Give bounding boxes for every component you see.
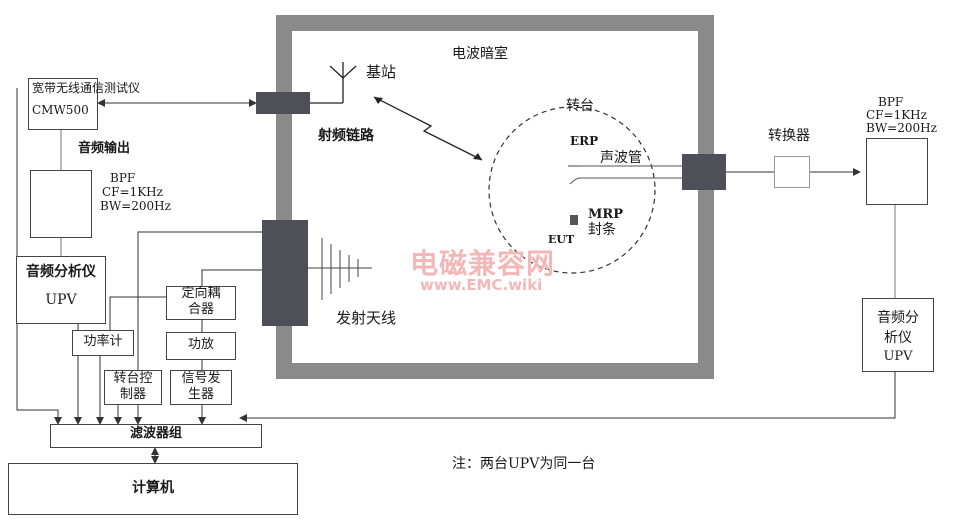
converter-label: 转换器 — [768, 128, 810, 144]
analyzer-left-box — [16, 256, 106, 324]
filter-bank-box — [50, 424, 262, 448]
tx-antenna-label: 发射天线 — [336, 309, 397, 327]
audio-output-label: 音频输出 — [78, 141, 131, 156]
signal-gen-line2: 生器 — [187, 387, 214, 402]
computer-label: 计算机 — [132, 480, 174, 496]
bpf-right-line3: BW=200Hz — [866, 121, 937, 135]
eut-device — [570, 215, 578, 225]
analyzer-right-box — [862, 298, 934, 372]
power-meter-label: 功率计 — [83, 334, 123, 349]
analyzer-right-line1: 音频分 — [877, 310, 919, 326]
turntable-circle — [488, 106, 656, 274]
analyzer-left-line1: 音频分析仪 — [26, 264, 96, 280]
converter-box — [774, 156, 810, 188]
bpf-right-line1: BPF — [878, 95, 904, 109]
analyzer-right-line3: UPV — [883, 349, 913, 364]
analyzer-left-line2: UPV — [45, 292, 77, 308]
chamber-wall — [276, 15, 714, 379]
tester-box — [28, 78, 98, 130]
turntable-label: 转台 — [566, 98, 594, 114]
note-label: 注：两台UPV为同一台 — [452, 456, 596, 472]
watermark-title: 电磁兼容网 — [410, 247, 556, 280]
turntable-ctrl-box — [104, 370, 162, 405]
tester-line2: CMW500 — [32, 103, 89, 117]
chamber-label: 电波暗室 — [452, 46, 508, 62]
feedthrough-top — [256, 92, 310, 114]
filter-bank-label: 滤波器组 — [129, 426, 182, 441]
wireless-link — [373, 96, 483, 161]
bpf-left-line3: BW=200Hz — [100, 199, 171, 213]
turntable-ctrl-line2: 制器 — [119, 387, 146, 402]
amplifier-box — [166, 332, 236, 360]
base-station-antenna — [310, 62, 357, 104]
feedthrough-left — [262, 220, 308, 326]
amplifier-label: 功放 — [187, 337, 214, 352]
bpf-left-line1: BPF — [110, 171, 136, 185]
power-meter-box — [72, 330, 134, 356]
mrp-label: MRP — [588, 207, 623, 222]
bpf-right-box — [866, 138, 928, 205]
bpf-right-line2: CF=1KHz — [866, 108, 927, 122]
turntable-ctrl-line1: 转台控 — [113, 371, 153, 386]
eut-label: EUT — [548, 233, 575, 246]
coupler-line1: 定向耦 — [181, 286, 221, 301]
feedthrough-right — [682, 154, 726, 190]
rf-link-label: 射频链路 — [318, 128, 374, 144]
tester-line1: 宽带无线通信测试仪 — [32, 81, 141, 95]
seal-label: 封条 — [588, 222, 616, 238]
computer-box — [8, 463, 298, 515]
acoustic-tube-label: 声波管 — [600, 150, 642, 166]
signal-gen-line1: 信号发 — [181, 371, 221, 386]
base-station-label: 基站 — [366, 63, 397, 81]
acoustic-tube-line — [568, 165, 682, 185]
bpf-left-line2: CF=1KHz — [102, 185, 163, 199]
tx-antenna — [308, 238, 372, 300]
coupler-box — [166, 286, 236, 320]
coupler-line2: 合器 — [187, 302, 214, 317]
erp-label: ERP — [570, 134, 599, 148]
analyzer-right-line2: 析仪 — [884, 330, 912, 346]
bpf-left-box — [30, 170, 92, 238]
signal-gen-box — [170, 370, 232, 405]
watermark-url: www.EMC.wiki — [420, 276, 543, 294]
